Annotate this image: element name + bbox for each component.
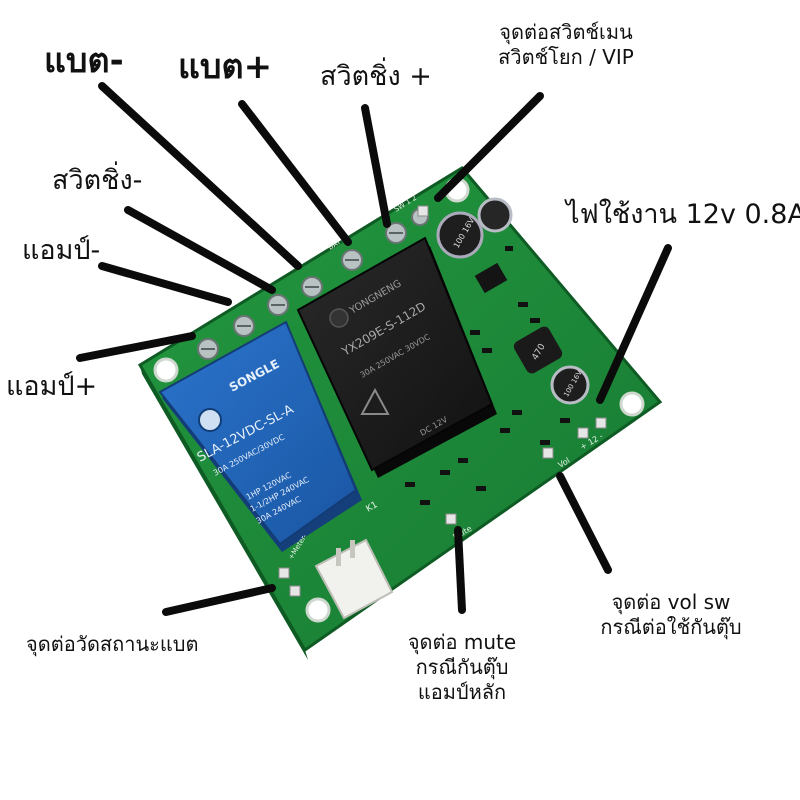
- ic-chip: [474, 262, 508, 294]
- capacitor-top: 100 16V: [436, 211, 484, 259]
- solder-pads: [278, 205, 607, 597]
- pointer-vol: [556, 472, 612, 574]
- screw-terminals: [197, 208, 429, 360]
- label-mute-line3: แอมป์หลัก: [417, 680, 507, 704]
- pointer-power: [596, 244, 672, 404]
- label-main-switch-line2: สวิตช์โยก / VIP: [498, 45, 634, 69]
- pointer-switch-plus: [361, 104, 391, 228]
- pointer-mute: [454, 526, 466, 614]
- jst-connector: [314, 538, 394, 620]
- label-batt-plus: แบต+: [178, 47, 273, 87]
- relay-blue: SONGLE SLA-12VDC-SL-A 30A 250VAC/30VDC 1…: [158, 320, 362, 552]
- label-main-switch-line1: จุดต่อสวิตช์เมน: [499, 20, 633, 44]
- label-mute-line2: กรณีกันตุ๊บ: [415, 655, 509, 679]
- mount-hole-right: [619, 391, 645, 417]
- label-mute: จุดต่อ mute กรณีกันตุ๊บ แอมป์หลัก: [372, 630, 552, 705]
- pointer-batt-plus: [238, 100, 352, 246]
- relay-black: YONGNENG YX209E-S-112D 30A 250VAC 30VDC …: [296, 236, 497, 478]
- pointer-switch-minus: [124, 206, 276, 294]
- pointer-amp-minus: [98, 262, 232, 306]
- pointer-main-switch: [434, 92, 544, 202]
- label-vol-line2: กรณีต่อใช้กันตุ๊บ: [600, 615, 742, 639]
- label-amp-plus: แอมป์+: [6, 371, 98, 402]
- pointer-lines: [76, 82, 672, 616]
- pointer-amp-plus: [76, 332, 196, 362]
- label-switch-plus: สวิตชิ่ง +: [320, 61, 432, 92]
- label-amp-minus: แอมป์-: [22, 235, 101, 266]
- label-battery-measure: จุดต่อวัดสถานะแบต: [26, 632, 199, 656]
- label-mute-line1: จุดต่อ mute: [407, 630, 517, 654]
- label-switch-minus: สวิตชิ่ง-: [52, 165, 143, 196]
- mount-hole-left: [153, 357, 179, 383]
- pointer-battery-measure: [162, 584, 276, 616]
- capacitor-bottom: 100 16V: [550, 365, 590, 405]
- label-vol: จุดต่อ vol sw กรณีต่อใช้กันตุ๊บ: [566, 590, 776, 640]
- inductor: 470: [513, 326, 563, 374]
- smd-components: [405, 246, 570, 505]
- pointer-batt-minus: [98, 82, 302, 270]
- label-main-switch: จุดต่อสวิตช์เมน สวิตช์โยก / VIP: [476, 20, 656, 70]
- label-batt-minus: แบต-: [44, 41, 124, 81]
- label-power: ไฟใช้งาน 12v 0.8A: [566, 199, 800, 230]
- capacitor-top-2: [477, 197, 513, 233]
- mount-hole-bottom: [305, 597, 331, 623]
- label-vol-line1: จุดต่อ vol sw: [611, 590, 731, 614]
